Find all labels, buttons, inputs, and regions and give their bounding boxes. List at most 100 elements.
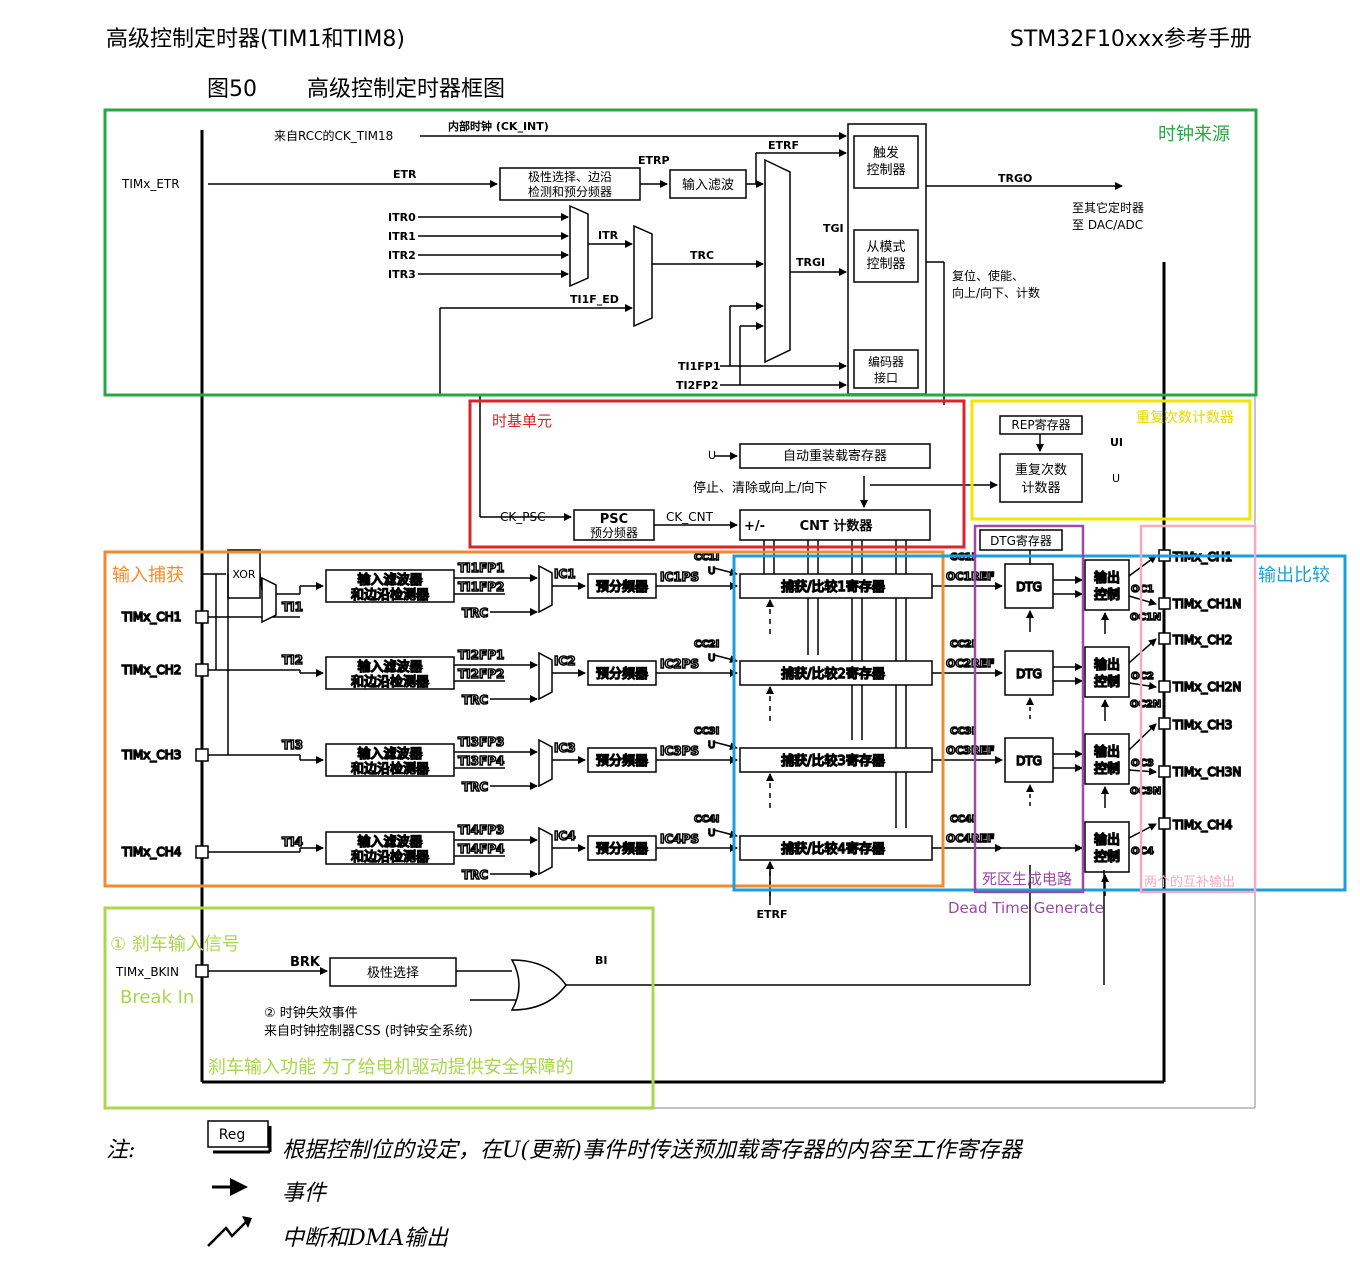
ic-label: IC4 (554, 829, 576, 843)
fp-a-label: TI3FP3 (458, 735, 504, 749)
oc-label: OC2 (1131, 671, 1154, 682)
input-filter-box (325, 743, 455, 777)
brake-labels: TIMx_BKIN BRK 极性选择 BI ② 时钟失效事件 来自时钟控制器CS… (115, 954, 607, 1039)
figure-caption: 高级控制定时器框图 (307, 77, 505, 102)
region-output-compare (732, 554, 1347, 892)
out-ctrl-l1: 输出 (1094, 570, 1120, 586)
input-filter-box (325, 569, 455, 603)
polarity-l2: 检测和预分频器 (528, 184, 612, 199)
outn-pin-box (1158, 680, 1171, 693)
fp-a-label: TI1FP1 (458, 561, 504, 575)
cc-label: CC3I (950, 726, 975, 737)
outn-pin-box (1158, 597, 1171, 610)
label-ti1f-ed: TI1F_ED (570, 293, 619, 306)
ic-prescaler-box (587, 835, 657, 861)
output-control-box (1084, 646, 1130, 698)
oc-label: OC3 (1131, 758, 1154, 769)
region-complementary (1139, 524, 1257, 894)
label-trc-top: TRC (690, 249, 714, 262)
ocref-label: OC3REF (946, 744, 995, 757)
region-labels: 时钟来源 时基单元 重复次数计数器 输入捕获 输出比较 死区生成电路 Dead … (110, 124, 1330, 1078)
label-trgi: TRGI (796, 256, 825, 269)
figure-number: 图50 (207, 77, 257, 102)
main-bus-lines (200, 130, 1166, 1084)
out-ctrl-l1: 输出 (1094, 744, 1120, 760)
label-ck-int: 内部时钟 (CK_INT) (448, 119, 549, 133)
legend-reg-desc: 根据控制位的设定，在U(更新)事件时传送预加载寄存器的内容至工作寄存器 (282, 1138, 1024, 1163)
cci-label: CC3I (694, 726, 719, 737)
trigger-l1: 触发 (873, 145, 899, 161)
ocn-label: OC2N (1130, 699, 1161, 710)
ic-mux (538, 651, 553, 701)
legend: 注: Reg 根据控制位的设定，在U(更新)事件时传送预加载寄存器的内容至工作寄… (106, 1120, 1024, 1251)
label-tgi: TGI (823, 222, 844, 235)
polarity-label: 极性选择 (367, 966, 419, 981)
u-label: U (708, 828, 715, 839)
fp-b-label: TI3FP4 (458, 754, 504, 768)
ic-mux (538, 738, 553, 788)
prescaler-label: 预分频器 (596, 754, 648, 769)
ccr-label: 捕获/比较4寄存器 (781, 841, 885, 857)
out-pin-label: TIMx_CH2 (1172, 633, 1232, 647)
css-l2: 来自时钟控制器CSS (时钟安全系统) (264, 1023, 473, 1039)
fp-a-label: TI2FP1 (458, 648, 504, 662)
channel-pin-label: TIMx_CH1 (121, 610, 181, 624)
label-break-in: Break In (120, 987, 194, 1008)
ccr-label: 捕获/比较3寄存器 (781, 753, 885, 769)
to-other-l1: 至其它定时器 (1072, 200, 1144, 215)
time-base-block (573, 415, 1083, 828)
filter-l2: 和边沿检测器 (351, 762, 429, 777)
event-icon (212, 1178, 248, 1196)
fp-b-label: TI4FP4 (458, 842, 504, 856)
prescaler-label: 预分频器 (596, 667, 648, 682)
label-clock-source: 时钟来源 (1158, 124, 1230, 145)
ic-prescaler-box (587, 573, 657, 599)
dtg-label: DTG (1016, 754, 1042, 768)
psc-l1: PSC (600, 512, 628, 527)
output-control-box (1084, 821, 1130, 873)
input-filter-box (325, 656, 455, 690)
etrf-bottom-label: ETRF (756, 908, 787, 921)
legend-reg-box (207, 1120, 269, 1148)
input-filter-box (325, 831, 455, 865)
ti-label: TI4 (282, 835, 303, 849)
dtg-box (1004, 650, 1054, 696)
clock-source-labels: 来自RCC的CK_TIM18 内部时钟 (CK_INT) TIMx_ETR ET… (121, 119, 1144, 392)
dtg-box (1004, 737, 1054, 783)
pin-box (195, 845, 209, 859)
interrupt-icon (207, 1216, 252, 1247)
ui-label: UI (1110, 436, 1123, 449)
label-input-capture: 输入捕获 (112, 565, 184, 586)
trc-label: TRC (462, 606, 488, 620)
out-pin-box (1158, 717, 1171, 730)
itr0: ITR0 (388, 211, 416, 224)
channel-3: TIMx_CH3TI3输入滤波器和边沿检测器TI3FP3TI3FP4TRCIC3… (120, 717, 1242, 808)
outn-pin-label: TIMx_CH3N (1172, 765, 1241, 779)
label-ti2fp2: TI2FP2 (676, 379, 718, 392)
ck-cnt: CK_CNT (666, 510, 714, 524)
prescaler-label: 预分频器 (596, 580, 648, 595)
psc-l2: 预分频器 (590, 526, 638, 540)
slave-l2: 控制器 (866, 257, 905, 272)
ti-label: TI1 (282, 600, 303, 614)
dtg-reg-label: DTG寄存器 (990, 533, 1052, 548)
cc-label: CC2I (950, 639, 975, 650)
out-ctrl-l1: 输出 (1094, 657, 1120, 673)
filter-l2: 和边沿检测器 (351, 850, 429, 865)
outn-pin-label: TIMx_CH2N (1172, 680, 1241, 694)
legend-note: 注: (106, 1138, 135, 1163)
label-etrp: ETRP (638, 154, 670, 167)
xor-label: XOR (232, 568, 255, 581)
channel-pin-label: TIMx_CH4 (121, 845, 181, 859)
label-itr: ITR (598, 229, 619, 242)
cci-label: CC1I (694, 552, 719, 563)
filter-l1: 输入滤波器 (357, 659, 422, 675)
outn-pin-label: TIMx_CH1N (1172, 597, 1241, 611)
encoder-l2: 接口 (874, 370, 898, 385)
dtg-label: DTG (1016, 667, 1042, 681)
out-pin-label: TIMx_CH3 (1172, 718, 1232, 732)
dtg-label: DTG (1016, 580, 1042, 594)
reset-l1: 复位、使能、 (952, 268, 1024, 283)
label-ck-tim18: 来自RCC的CK_TIM18 (274, 128, 393, 143)
